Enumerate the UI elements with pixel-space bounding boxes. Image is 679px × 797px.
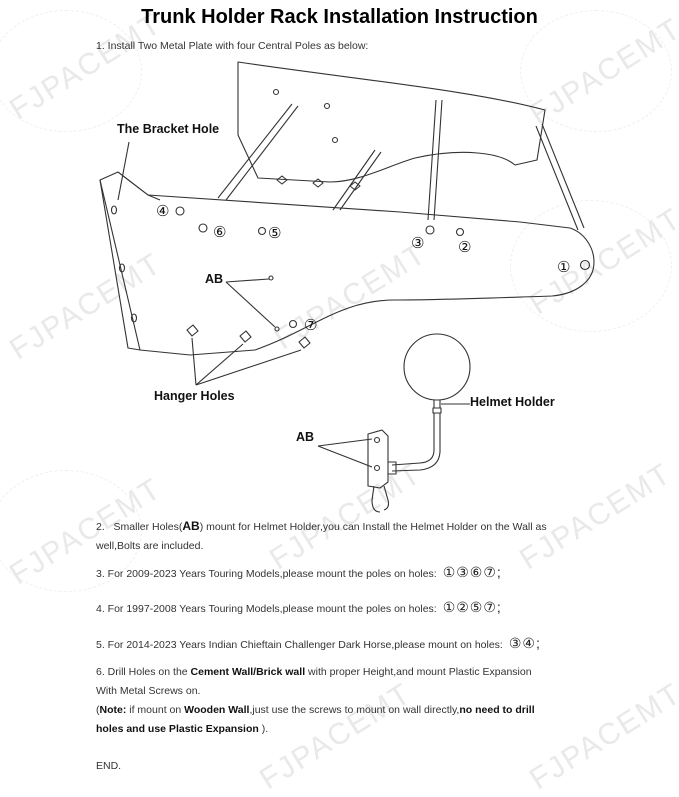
label-helmet-holder: Helmet Holder (470, 395, 555, 409)
step-4-holes: ①②⑤⑦; (442, 599, 502, 615)
rack-diagram: ④ ⑥ ⑤ ③ ② ① ⑦ (99, 61, 595, 513)
leader-line (225, 278, 276, 328)
hole-marker: ② (458, 238, 471, 256)
step-1: 1. Install Two Metal Plate with four Cen… (96, 40, 369, 52)
watermark-ring (0, 470, 142, 592)
note-label: Note: (99, 704, 127, 716)
hole (272, 88, 280, 96)
hole (331, 136, 339, 144)
front-plate-edge (117, 171, 161, 201)
ab-hole (373, 464, 381, 472)
leader-line (117, 141, 130, 201)
hole-marker: ④ (156, 202, 169, 220)
hole (257, 226, 267, 236)
label-bracket-hole: The Bracket Hole (117, 122, 220, 136)
step-5-holes: ③④; (508, 635, 541, 651)
pole (217, 103, 299, 201)
note-text: ,just use the screws to mount on wall di… (249, 704, 460, 716)
pole (427, 99, 443, 221)
hole-marker: ⑤ (268, 224, 281, 242)
hole (288, 319, 298, 329)
watermark-ring (0, 10, 142, 132)
hole (130, 313, 138, 323)
ab-hole (268, 275, 274, 281)
step-3-text: 3. For 2009-2023 Years Touring Models,pl… (96, 568, 437, 580)
step-4-text: 4. For 1997-2008 Years Touring Models,pl… (96, 603, 437, 615)
helmet-stem (432, 400, 442, 414)
step-6-text: 6. Drill Holes on the (96, 666, 191, 678)
note-close: ). (258, 723, 269, 735)
hole (198, 223, 208, 233)
hole-marker: ① (557, 258, 570, 276)
ab-hole (274, 326, 280, 332)
step-3-holes: ①③⑥⑦; (442, 564, 502, 580)
hole (118, 263, 126, 273)
hole-marker: ⑥ (213, 223, 226, 241)
label-hanger-holes: Hanger Holes (154, 389, 235, 403)
front-plate-edge (99, 179, 141, 351)
helmet-ball (403, 333, 471, 401)
step-2-line-2: well,Bolts are included. (96, 540, 204, 552)
step-2-text-rest: ) mount for Helmet Holder,you can Instal… (199, 521, 547, 533)
hole-marker: ⑦ (304, 316, 317, 334)
page-title: Trunk Holder Rack Installation Instructi… (141, 6, 538, 28)
hanger-hole (186, 324, 311, 349)
ab-hole (373, 436, 381, 444)
step-5: 5. For 2014-2023 Years Indian Chieftain … (96, 635, 541, 652)
leader-line (191, 337, 302, 386)
note-bold: Wooden Wall (184, 704, 250, 716)
hanger-hole (276, 175, 361, 191)
pole (535, 123, 585, 231)
hole (455, 227, 465, 237)
step-3: 3. For 2009-2023 Years Touring Models,pl… (96, 564, 502, 581)
helmet-arm (391, 413, 441, 472)
step-4: 4. For 1997-2008 Years Touring Models,pl… (96, 599, 502, 616)
note-text: if mount on (126, 704, 185, 716)
note-open: ( (96, 704, 100, 716)
watermark-ring (520, 10, 672, 132)
label-ab-bottom: AB (296, 430, 315, 444)
step-2-bold: AB (182, 519, 200, 533)
hole (175, 206, 185, 216)
helmet-hook (371, 485, 390, 513)
helmet-nut (388, 461, 397, 475)
step-5-text: 5. For 2014-2023 Years Indian Chieftain … (96, 639, 503, 651)
back-plate (237, 61, 546, 183)
note-bold: no need to drill (459, 704, 535, 716)
step-6-text-rest: with proper Height,and mount Plastic Exp… (305, 666, 532, 678)
step-2-number: 2. (96, 521, 105, 533)
label-ab-top: AB (205, 272, 224, 286)
hole-marker: ③ (411, 234, 424, 252)
leader-line (317, 438, 373, 468)
step-6-line-2: With Metal Screws on. (96, 685, 201, 697)
hole (425, 225, 435, 235)
end-text: END. (96, 760, 122, 772)
step-2: 2. Smaller Holes(AB) mount for Helmet Ho… (96, 517, 656, 556)
bracket-hole (110, 205, 118, 215)
hole (579, 259, 591, 271)
watermark-ring (510, 200, 672, 332)
step-6-bold: Cement Wall/Brick wall (190, 666, 306, 678)
helmet-bracket (367, 429, 389, 489)
hole (323, 102, 331, 110)
pole (332, 149, 382, 211)
step-2-text: Smaller Holes( (113, 521, 183, 533)
front-plate (99, 171, 595, 356)
note-bold: holes and use Plastic Expansion (96, 723, 259, 735)
step-6: 6. Drill Holes on the Cement Wall/Brick … (96, 663, 666, 739)
